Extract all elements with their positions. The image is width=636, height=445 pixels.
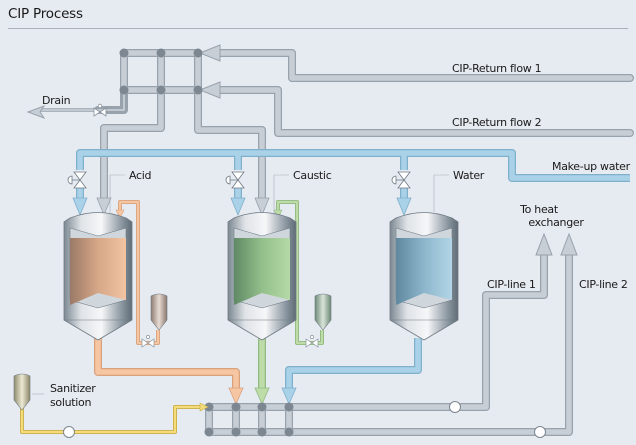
cip-line-1-label: CIP-line 1 bbox=[487, 278, 536, 291]
cip-line-2-arrow-icon bbox=[560, 232, 578, 256]
makeup-water-pipe bbox=[76, 149, 630, 182]
page-title: CIP Process bbox=[8, 6, 83, 22]
tank-water[interactable] bbox=[389, 212, 459, 341]
return-flow-1-label: CIP-Return flow 1 bbox=[452, 62, 541, 75]
caustic-label: Caustic bbox=[293, 169, 332, 182]
water-label: Water bbox=[453, 169, 485, 182]
drain-arrow-icon bbox=[26, 104, 46, 120]
return-flow-2-arrow-icon bbox=[198, 81, 221, 99]
label-leaders bbox=[32, 174, 449, 395]
water-valve-icon[interactable] bbox=[391, 171, 411, 189]
caustic-dosing-valve-icon[interactable] bbox=[305, 335, 319, 348]
manifold-nodes-bottom bbox=[204, 402, 294, 437]
tank-acid[interactable] bbox=[63, 212, 133, 341]
acid-dosing-tank[interactable] bbox=[150, 293, 168, 331]
inlet-arrows bbox=[72, 197, 412, 217]
heat-exchanger-label-1: To heat bbox=[519, 203, 559, 216]
heat-exchanger-label-2: exchanger bbox=[528, 216, 584, 229]
tank-caustic[interactable] bbox=[227, 212, 297, 341]
cip-line-2-pump-icon[interactable] bbox=[534, 426, 546, 438]
makeup-water-label: Make-up water bbox=[552, 160, 631, 173]
title-divider bbox=[8, 28, 628, 29]
cip-line-2-label: CIP-line 2 bbox=[579, 278, 628, 291]
cip-line-1-pump-icon[interactable] bbox=[449, 401, 461, 413]
acid-dosing-valve-icon[interactable] bbox=[141, 335, 155, 348]
cip-line-1-arrow-icon bbox=[535, 232, 553, 256]
caustic-dosing-tank[interactable] bbox=[314, 293, 332, 331]
sanitizer-label-2: solution bbox=[50, 396, 91, 409]
sanitizer-pump-icon[interactable] bbox=[63, 426, 75, 438]
sanitizer-tank[interactable] bbox=[13, 373, 31, 411]
return-flow-2-label: CIP-Return flow 2 bbox=[452, 116, 541, 129]
drain-label: Drain bbox=[42, 94, 71, 107]
acid-label: Acid bbox=[129, 169, 151, 182]
return-flow-1-arrow-icon bbox=[198, 44, 221, 62]
caustic-valve-icon[interactable] bbox=[225, 171, 245, 189]
drain-valve-icon[interactable] bbox=[93, 103, 107, 117]
manifold-nodes-top bbox=[119, 48, 203, 95]
acid-valve-icon[interactable] bbox=[67, 171, 87, 189]
sanitizer-label-1: Sanitizer bbox=[50, 382, 96, 395]
